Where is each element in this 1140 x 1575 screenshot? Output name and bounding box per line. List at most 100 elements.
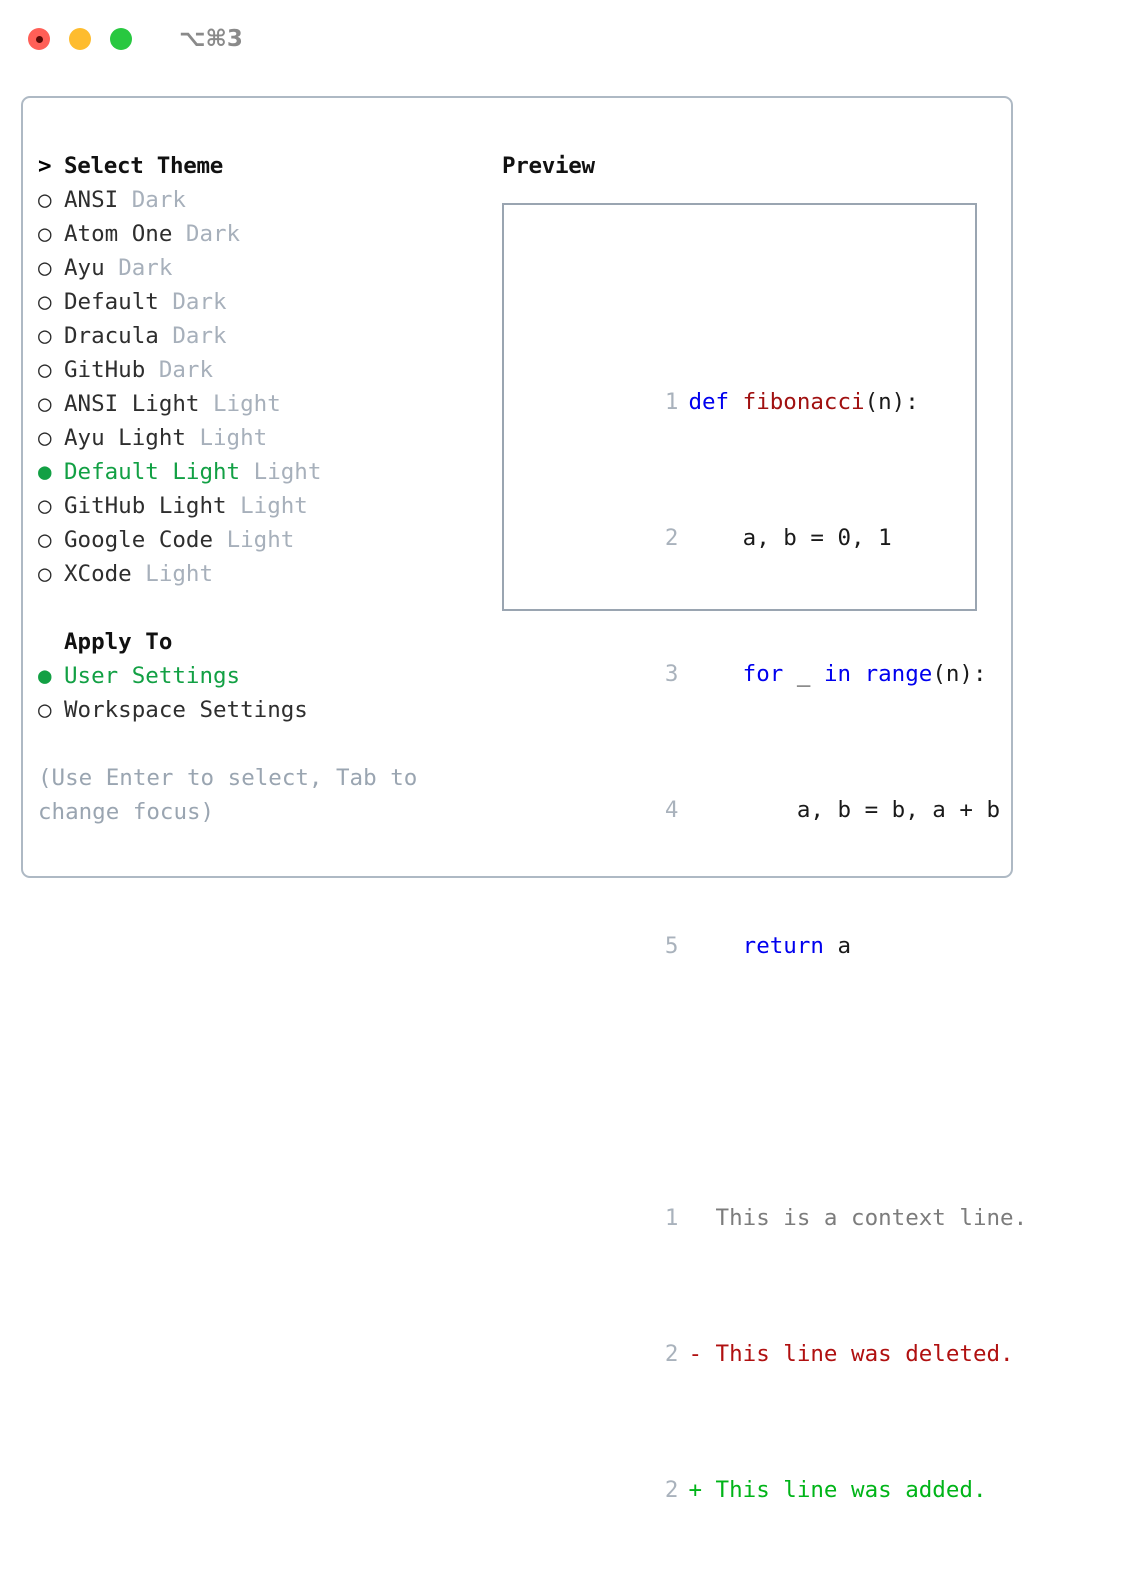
theme-option-label: Dracula — [64, 323, 159, 349]
theme-option-xcode[interactable]: ○ XCode Light — [38, 557, 488, 591]
code-token-plain: _ — [783, 661, 824, 687]
title-bar: ⌥⌘3 — [0, 0, 1140, 78]
code-token-builtin: range — [864, 661, 933, 687]
theme-option-tag: Dark — [118, 255, 173, 281]
list-spacer — [38, 591, 488, 625]
select-theme-title: Select Theme — [64, 153, 223, 179]
apply-to-label: Apply To — [64, 629, 173, 655]
radio-unselected-icon: ○ — [38, 527, 52, 553]
line-number: 2 — [664, 525, 679, 551]
theme-option-atom-one-dark[interactable]: ○ Atom One Dark — [38, 217, 488, 251]
radio-unselected-icon: ○ — [38, 255, 52, 281]
code-blank-line — [517, 1031, 1027, 1065]
radio-unselected-icon: ○ — [38, 357, 52, 383]
code-line: 3 for _ in range(n): — [517, 623, 1027, 687]
theme-option-tag: Dark — [131, 187, 186, 213]
theme-option-github-dark[interactable]: ○ GitHub Dark — [38, 353, 488, 387]
preview-title: Preview — [502, 153, 595, 179]
radio-unselected-icon: ○ — [38, 289, 52, 315]
line-number: 4 — [664, 797, 679, 823]
close-icon — [35, 35, 43, 43]
diff-line-context: 1 This is a context line. — [517, 1167, 1027, 1231]
theme-option-dracula-dark[interactable]: ○ Dracula Dark — [38, 319, 488, 353]
main-panel: >Select Theme ○ANSI Dark ○Atom One Dark … — [21, 96, 1027, 1503]
radio-unselected-icon: ○ — [38, 561, 52, 587]
apply-to-section-header: Apply To — [38, 625, 488, 659]
apply-to-option-user-settings[interactable]: ● User Settings — [38, 659, 488, 693]
theme-option-label: Google Code — [64, 527, 214, 553]
theme-option-label: GitHub Light — [64, 493, 227, 519]
code-token-plain — [688, 661, 742, 687]
code-token-plain: a, b = b, a + b — [688, 797, 1001, 823]
minimize-window-button[interactable] — [69, 28, 91, 50]
code-token-plain: a — [823, 933, 852, 959]
theme-option-tag: Light — [226, 527, 295, 553]
theme-picker-column: >Select Theme ○ANSI Dark ○Atom One Dark … — [38, 149, 488, 829]
theme-option-ayu-light[interactable]: ○ Ayu Light Light — [38, 421, 488, 455]
radio-unselected-icon: ○ — [38, 493, 52, 519]
keyboard-shortcut-label: ⌥⌘3 — [179, 26, 243, 52]
line-number: 2 — [664, 1341, 679, 1367]
diff-line-text: - This line was deleted. — [688, 1341, 1014, 1367]
theme-option-tag: Light — [145, 561, 214, 587]
radio-unselected-icon: ○ — [38, 221, 52, 247]
close-window-button[interactable] — [28, 28, 50, 50]
code-token-plain: (n): — [864, 389, 919, 415]
theme-option-ansi-dark[interactable]: ○ ANSI Dark — [38, 183, 488, 217]
theme-option-tag: Dark — [172, 323, 227, 349]
line-number: 1 — [664, 1205, 679, 1231]
code-line: 2 a, b = 0, 1 — [517, 487, 1027, 551]
theme-option-label: Default — [64, 289, 159, 315]
code-token-plain — [688, 933, 742, 959]
line-number: 5 — [664, 933, 679, 959]
theme-option-tag: Light — [253, 459, 322, 485]
apply-to-option-label: User Settings — [64, 663, 241, 689]
theme-option-label: Atom One — [64, 221, 173, 247]
theme-option-tag: Dark — [185, 221, 241, 247]
theme-option-tag: Light — [240, 493, 308, 519]
theme-option-label: ANSI Light — [64, 391, 200, 417]
code-token-plain: a, b = 0, 1 — [688, 525, 892, 551]
theme-option-label: Ayu — [64, 255, 105, 281]
radio-unselected-icon: ○ — [38, 425, 52, 451]
theme-option-label: Default Light — [64, 459, 241, 485]
code-line: 4 a, b = b, a + b — [517, 759, 1027, 823]
theme-option-ayu-dark[interactable]: ○ Ayu Dark — [38, 251, 488, 285]
theme-option-tag: Dark — [158, 357, 214, 383]
maximize-window-button[interactable] — [110, 28, 132, 50]
code-line: 5 return a — [517, 895, 1027, 959]
select-theme-header: > Select Theme — [38, 149, 488, 183]
keyboard-hint-text: (Use Enter to select, Tab to change focu… — [38, 765, 418, 825]
radio-unselected-icon: ○ — [38, 187, 52, 213]
theme-option-label: ANSI — [64, 187, 119, 213]
theme-option-default-dark[interactable]: ○Default Dark — [38, 285, 488, 319]
theme-option-label: Ayu Light — [64, 425, 186, 451]
theme-option-github-light[interactable]: ○ GitHub Light Light — [38, 489, 488, 523]
line-number: 2 — [664, 1477, 679, 1503]
radio-unselected-icon: ○ — [38, 323, 52, 349]
code-token-keyword: for — [742, 661, 784, 687]
line-number: 1 — [664, 389, 679, 415]
apply-to-option-workspace-settings[interactable]: ○Workspace Settings — [38, 693, 488, 727]
radio-unselected-icon: ○ — [38, 697, 52, 723]
line-number: 3 — [664, 661, 679, 687]
theme-option-label: GitHub — [64, 357, 146, 383]
code-token-keyword: in — [823, 661, 852, 687]
radio-unselected-icon: ○ — [38, 391, 52, 417]
hint-spacer — [38, 727, 488, 761]
theme-option-ansi-light[interactable]: ○ANSI Light Light — [38, 387, 488, 421]
theme-option-tag: Light — [199, 425, 268, 451]
code-token-function: fibonacci — [742, 389, 865, 415]
theme-option-google-code[interactable]: ○ Google Code Light — [38, 523, 488, 557]
radio-selected-icon: ● — [38, 663, 52, 689]
radio-selected-icon: ● — [38, 459, 52, 485]
code-token-plain: (n): — [932, 661, 987, 687]
theme-option-default-light[interactable]: ● Default Light Light — [38, 455, 488, 489]
theme-option-label: XCode — [64, 561, 132, 587]
code-token-keyword: return — [742, 933, 824, 959]
caret-icon: > — [38, 153, 52, 179]
window-controls — [28, 28, 132, 50]
